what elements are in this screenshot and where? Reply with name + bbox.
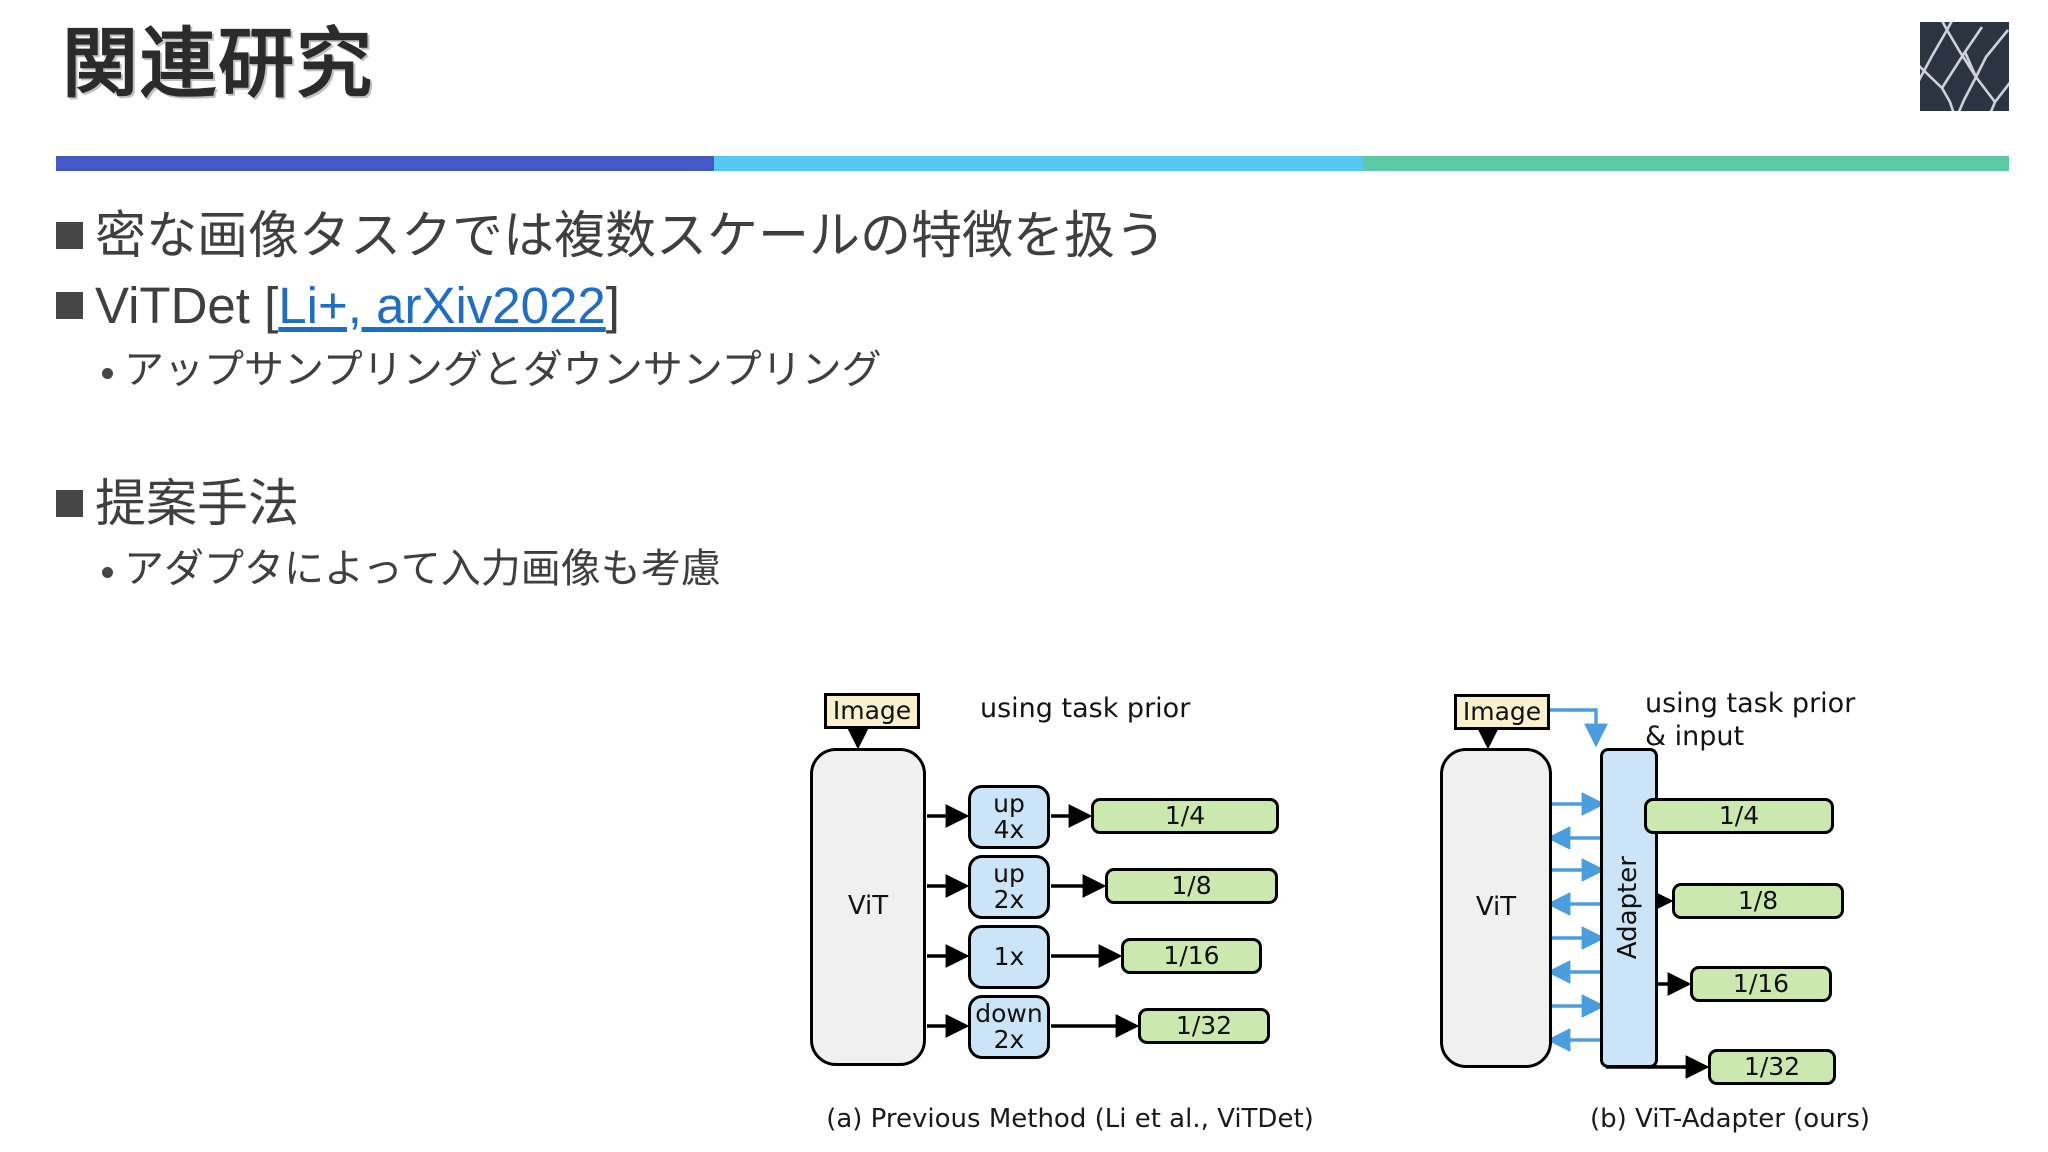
square-bullet-icon <box>56 490 83 518</box>
round-bullet-icon <box>102 566 113 578</box>
page-title: 関連研究 <box>62 22 374 107</box>
panel-a-op-node-3: down 2x <box>968 995 1050 1059</box>
bullet-list: 密な画像タスクでは複数スケールの特徴を扱う ViTDet [Li+, arXiv… <box>56 206 1456 597</box>
bullet-text: 密な画像タスクでは複数スケールの特徴を扱う <box>95 207 1167 264</box>
bullet-text: アップサンプリングとダウンサンプリング <box>124 348 882 393</box>
panel-a-op-node-0: up 4x <box>968 785 1050 849</box>
panel-a-caption: (a) Previous Method (Li et al., ViTDet) <box>826 1104 1314 1134</box>
rule-segment-2 <box>714 156 1363 171</box>
panel-b-annotation: using task prior & input <box>1645 688 1856 752</box>
bullet-item-1: 密な画像タスクでは複数スケールの特徴を扱う <box>56 206 1456 266</box>
panel-a-annotation: using task prior <box>980 693 1191 724</box>
square-bullet-icon <box>56 292 83 320</box>
panel-a-output-3: 1/32 <box>1138 1008 1270 1044</box>
panel-a-op-node-2: 1x <box>968 925 1050 989</box>
panel-a-output-1: 1/8 <box>1105 868 1278 904</box>
figure-panel-b: Image using task prior & input ViT Adapt… <box>1430 688 2030 1136</box>
panel-a-output-0: 1/4 <box>1091 798 1279 834</box>
rule-segment-3 <box>1362 156 2009 171</box>
round-bullet-icon <box>102 368 113 380</box>
citation-link[interactable]: Li+, arXiv2022 <box>278 277 606 335</box>
square-bullet-icon <box>56 222 83 249</box>
accent-rule <box>56 156 2009 171</box>
figure-vit-adapter-comparison: Image using task prior ViT up 4x up 2x 1… <box>790 688 2030 1136</box>
citation-prefix: ViTDet [ <box>95 277 279 335</box>
panel-b-backbone-node: ViT <box>1440 748 1552 1068</box>
panel-a-op-node-1: up 2x <box>968 855 1050 919</box>
panel-b-output-0: 1/4 <box>1644 798 1834 834</box>
bullet-item-5: アダプタによって入力画像も考慮 <box>102 545 1456 593</box>
network-lattice-logo <box>1920 22 2009 111</box>
panel-b-output-1: 1/8 <box>1672 883 1844 919</box>
panel-a-output-2: 1/16 <box>1121 938 1262 974</box>
section-spacer <box>56 398 1456 474</box>
bullet-item-2: ViTDet [Li+, arXiv2022] <box>56 276 1456 336</box>
panel-b-caption: (b) ViT-Adapter (ours) <box>1589 1104 1871 1134</box>
bullet-item-3: アップサンプリングとダウンサンプリング <box>102 346 1456 394</box>
panel-b-adapter-node: Adapter <box>1600 748 1658 1068</box>
panel-a-image-node: Image <box>824 693 920 729</box>
figure-panel-a: Image using task prior ViT up 4x up 2x 1… <box>790 688 1350 1136</box>
bullet-text: 提案手法 <box>95 475 300 533</box>
bullet-text-group: ViTDet [Li+, arXiv2022] <box>95 276 620 336</box>
panel-b-output-3: 1/32 <box>1708 1049 1836 1085</box>
bullet-item-4: 提案手法 <box>56 474 1456 534</box>
panel-a-backbone-node: ViT <box>810 748 926 1066</box>
bullet-text: アダプタによって入力画像も考慮 <box>124 546 721 591</box>
rule-segment-1 <box>56 156 715 171</box>
citation-suffix: ] <box>605 277 620 335</box>
panel-b-output-2: 1/16 <box>1690 966 1832 1002</box>
panel-b-image-node: Image <box>1454 694 1550 730</box>
